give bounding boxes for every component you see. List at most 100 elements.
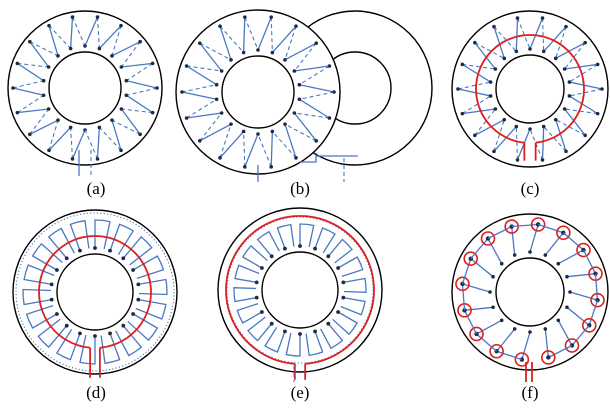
winding-node bbox=[119, 23, 123, 28]
winding-node bbox=[313, 329, 317, 334]
red-coil bbox=[556, 225, 571, 241]
winding-node bbox=[254, 280, 259, 285]
winding-node bbox=[184, 64, 189, 68]
winding-return bbox=[299, 91, 335, 100]
winding-turn bbox=[305, 331, 324, 357]
winding-segment bbox=[48, 25, 59, 57]
winding-segment bbox=[461, 63, 491, 83]
winding-segment bbox=[29, 41, 50, 68]
winding-node bbox=[110, 118, 114, 122]
winding-turn bbox=[31, 242, 63, 271]
winding-return bbox=[457, 81, 491, 90]
winding-node bbox=[491, 305, 495, 310]
winding-turn bbox=[69, 219, 90, 251]
winding-node bbox=[68, 46, 73, 51]
winding-segment bbox=[69, 17, 74, 49]
winding-link bbox=[594, 273, 599, 301]
winding-return bbox=[564, 42, 586, 70]
winding-return bbox=[293, 42, 317, 72]
winding-turn bbox=[100, 333, 121, 365]
winding-return bbox=[17, 94, 44, 114]
winding-return bbox=[244, 16, 259, 51]
dotted-outer-path bbox=[226, 216, 374, 364]
winding-segment bbox=[111, 41, 141, 57]
red-loop bbox=[475, 34, 585, 144]
winding-segment bbox=[555, 119, 567, 152]
winding-node bbox=[583, 40, 587, 45]
winding-node bbox=[540, 158, 545, 162]
winding-return bbox=[284, 26, 297, 60]
red-coil bbox=[455, 276, 470, 292]
winding-return bbox=[186, 98, 217, 119]
winding-node bbox=[136, 282, 141, 287]
winding-spoke bbox=[511, 226, 516, 256]
winding-node bbox=[562, 107, 567, 111]
winding-node bbox=[47, 148, 51, 153]
winding-node bbox=[259, 266, 264, 270]
winding-node bbox=[138, 132, 142, 137]
winding-return bbox=[98, 127, 122, 151]
winding-turn bbox=[299, 223, 315, 248]
dotted-outer-path bbox=[15, 212, 175, 372]
winding-link bbox=[571, 324, 590, 346]
winding-return bbox=[219, 124, 232, 158]
winding-node bbox=[509, 224, 514, 229]
winding-node bbox=[229, 122, 233, 126]
winding-node bbox=[314, 139, 319, 143]
winding-node bbox=[124, 93, 129, 98]
winding-node bbox=[528, 127, 532, 131]
winding-node bbox=[243, 165, 247, 169]
winding-node bbox=[456, 87, 460, 91]
winding-return bbox=[270, 17, 273, 53]
outer-ring bbox=[12, 209, 178, 375]
winding-node bbox=[28, 39, 32, 44]
winding-link bbox=[476, 333, 498, 352]
winding-node bbox=[70, 157, 75, 161]
winding-segment bbox=[219, 131, 245, 159]
winding-link bbox=[463, 310, 478, 335]
winding-turn bbox=[314, 227, 336, 254]
winding-return bbox=[84, 129, 99, 160]
winding-return bbox=[299, 65, 330, 86]
winding-turn bbox=[332, 311, 359, 336]
winding-segment bbox=[199, 42, 223, 72]
red-coil bbox=[480, 231, 496, 246]
winding-return bbox=[111, 119, 141, 135]
winding-node bbox=[473, 40, 477, 45]
winding-return bbox=[17, 62, 49, 68]
inner-ring bbox=[56, 253, 134, 331]
winding-node bbox=[564, 24, 568, 29]
winding-turn bbox=[79, 334, 96, 365]
winding-node bbox=[124, 78, 129, 83]
winding-node bbox=[292, 111, 297, 115]
winding-return bbox=[29, 41, 59, 57]
winding-return bbox=[181, 84, 217, 93]
winding-node bbox=[214, 97, 219, 102]
winding-segment bbox=[121, 62, 153, 68]
winding-node bbox=[70, 15, 75, 19]
winding-node bbox=[97, 125, 102, 130]
winding-spoke bbox=[464, 306, 494, 311]
winding-node bbox=[283, 246, 287, 251]
winding-link bbox=[548, 344, 573, 359]
winding-node bbox=[270, 129, 275, 134]
winding-node bbox=[97, 46, 102, 51]
winding-node bbox=[68, 125, 73, 130]
winding-return bbox=[462, 95, 491, 115]
red-coil bbox=[463, 251, 479, 266]
winding-spoke bbox=[566, 273, 596, 278]
winding-turn bbox=[23, 264, 55, 285]
winding-node bbox=[546, 355, 551, 360]
winding-node bbox=[254, 295, 259, 300]
winding-node bbox=[541, 124, 546, 129]
winding-node bbox=[499, 261, 504, 266]
winding-return bbox=[48, 25, 72, 49]
inner-ring bbox=[48, 51, 122, 125]
red-coil bbox=[541, 350, 556, 365]
winding-node bbox=[11, 86, 15, 90]
winding-turn bbox=[135, 299, 167, 320]
red-loop bbox=[38, 235, 152, 349]
winding-node bbox=[49, 282, 54, 287]
winding-node bbox=[341, 295, 346, 300]
winding-segment bbox=[284, 123, 297, 159]
